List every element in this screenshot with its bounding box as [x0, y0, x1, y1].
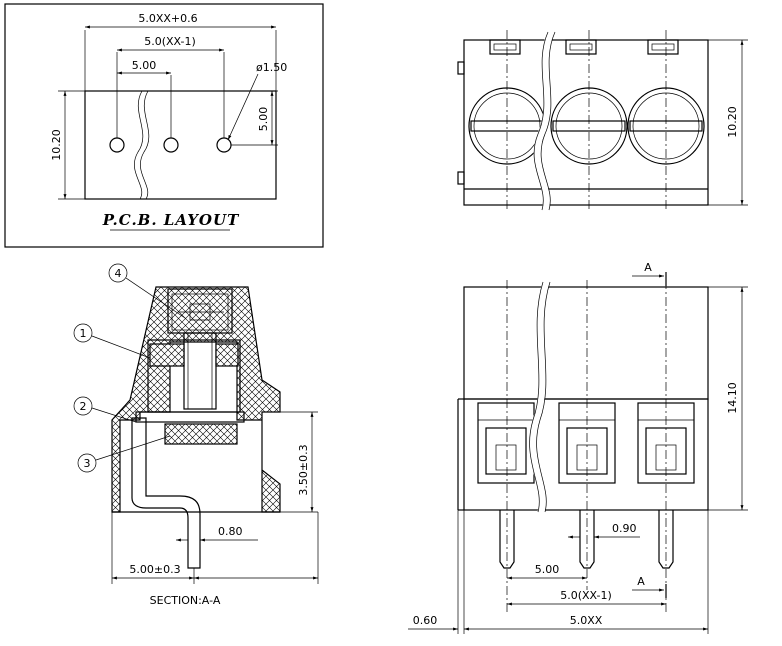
front-dim-pitch: 5.00 — [535, 563, 560, 576]
section-view: 4 1 2 3 3.50±0.3 0.80 5.00±0.3 SECTION:A… — [73, 263, 319, 607]
top-view: 10.20 — [457, 30, 748, 212]
callout-4 — [108, 263, 128, 283]
top-slot-1 — [489, 39, 521, 55]
front-view: A A 14.10 0.90 5.00 5.0(XX-1) 5.0XX 0.60 — [408, 261, 748, 634]
section-screw-shaft — [183, 332, 217, 410]
pcb-hole-leader — [227, 73, 259, 141]
pcb-hole-2 — [163, 137, 179, 153]
callout-3-label: 3 — [84, 457, 91, 470]
front-dim-height: 14.10 — [726, 382, 739, 414]
pcb-dim-span: 5.0(XX-1) — [144, 35, 196, 48]
front-dim-offset: 0.60 — [413, 614, 438, 627]
section-dim-pitch: 5.00±0.3 — [129, 563, 180, 576]
front-pin-1 — [499, 510, 515, 569]
top-slot-3 — [647, 39, 679, 55]
section-mark-top: A — [644, 261, 652, 274]
section-housing — [111, 286, 281, 513]
pcb-break-line-2 — [133, 90, 144, 200]
pcb-break-line — [139, 90, 150, 200]
callout-3 — [77, 453, 97, 473]
front-pin-2 — [579, 510, 595, 569]
top-view-outline — [463, 39, 709, 206]
front-dim-pin: 0.90 — [612, 522, 637, 535]
pcb-dim-hole: ø1.50 — [256, 61, 287, 74]
section-clamp-plate — [164, 423, 238, 445]
pcb-dim-offset: 5.00 — [257, 107, 270, 132]
callout-1 — [73, 323, 93, 343]
pcb-dim-total: 5.0XX+0.6 — [138, 12, 197, 25]
section-dim-pin: 0.80 — [218, 525, 243, 538]
front-dim-span: 5.0(XX-1) — [560, 589, 612, 602]
pcb-layout-panel: 5.0XX+0.6 5.0(XX-1) 5.00 ø1.50 5.00 10.2… — [4, 3, 324, 248]
front-dim-total: 5.0XX — [570, 614, 603, 627]
section-pin — [131, 417, 201, 569]
front-pin-3 — [658, 510, 674, 569]
top-slot-2 — [565, 39, 597, 55]
callout-2 — [73, 396, 93, 416]
pcb-frame — [4, 3, 324, 248]
pcb-layout-title: P.C.B. LAYOUT — [102, 211, 240, 229]
callout-2-label: 2 — [80, 400, 87, 413]
callout-4-label: 4 — [115, 267, 122, 280]
front-upper-body — [463, 286, 709, 400]
section-dim-pin-height: 3.50±0.3 — [297, 444, 310, 495]
callout-1-label: 1 — [80, 327, 87, 340]
top-dim-height: 10.20 — [726, 106, 739, 138]
pcb-hole-1 — [109, 137, 125, 153]
front-opening-1 — [477, 402, 535, 484]
pcb-dim-pitch: 5.00 — [132, 59, 157, 72]
top-break-line — [533, 30, 555, 211]
pcb-dim-height: 10.20 — [50, 129, 63, 161]
section-mark-bottom: A — [637, 575, 645, 588]
front-lower-body — [463, 398, 709, 511]
section-caption: SECTION:A-A — [150, 594, 221, 607]
pcb-hole-3 — [216, 137, 232, 153]
